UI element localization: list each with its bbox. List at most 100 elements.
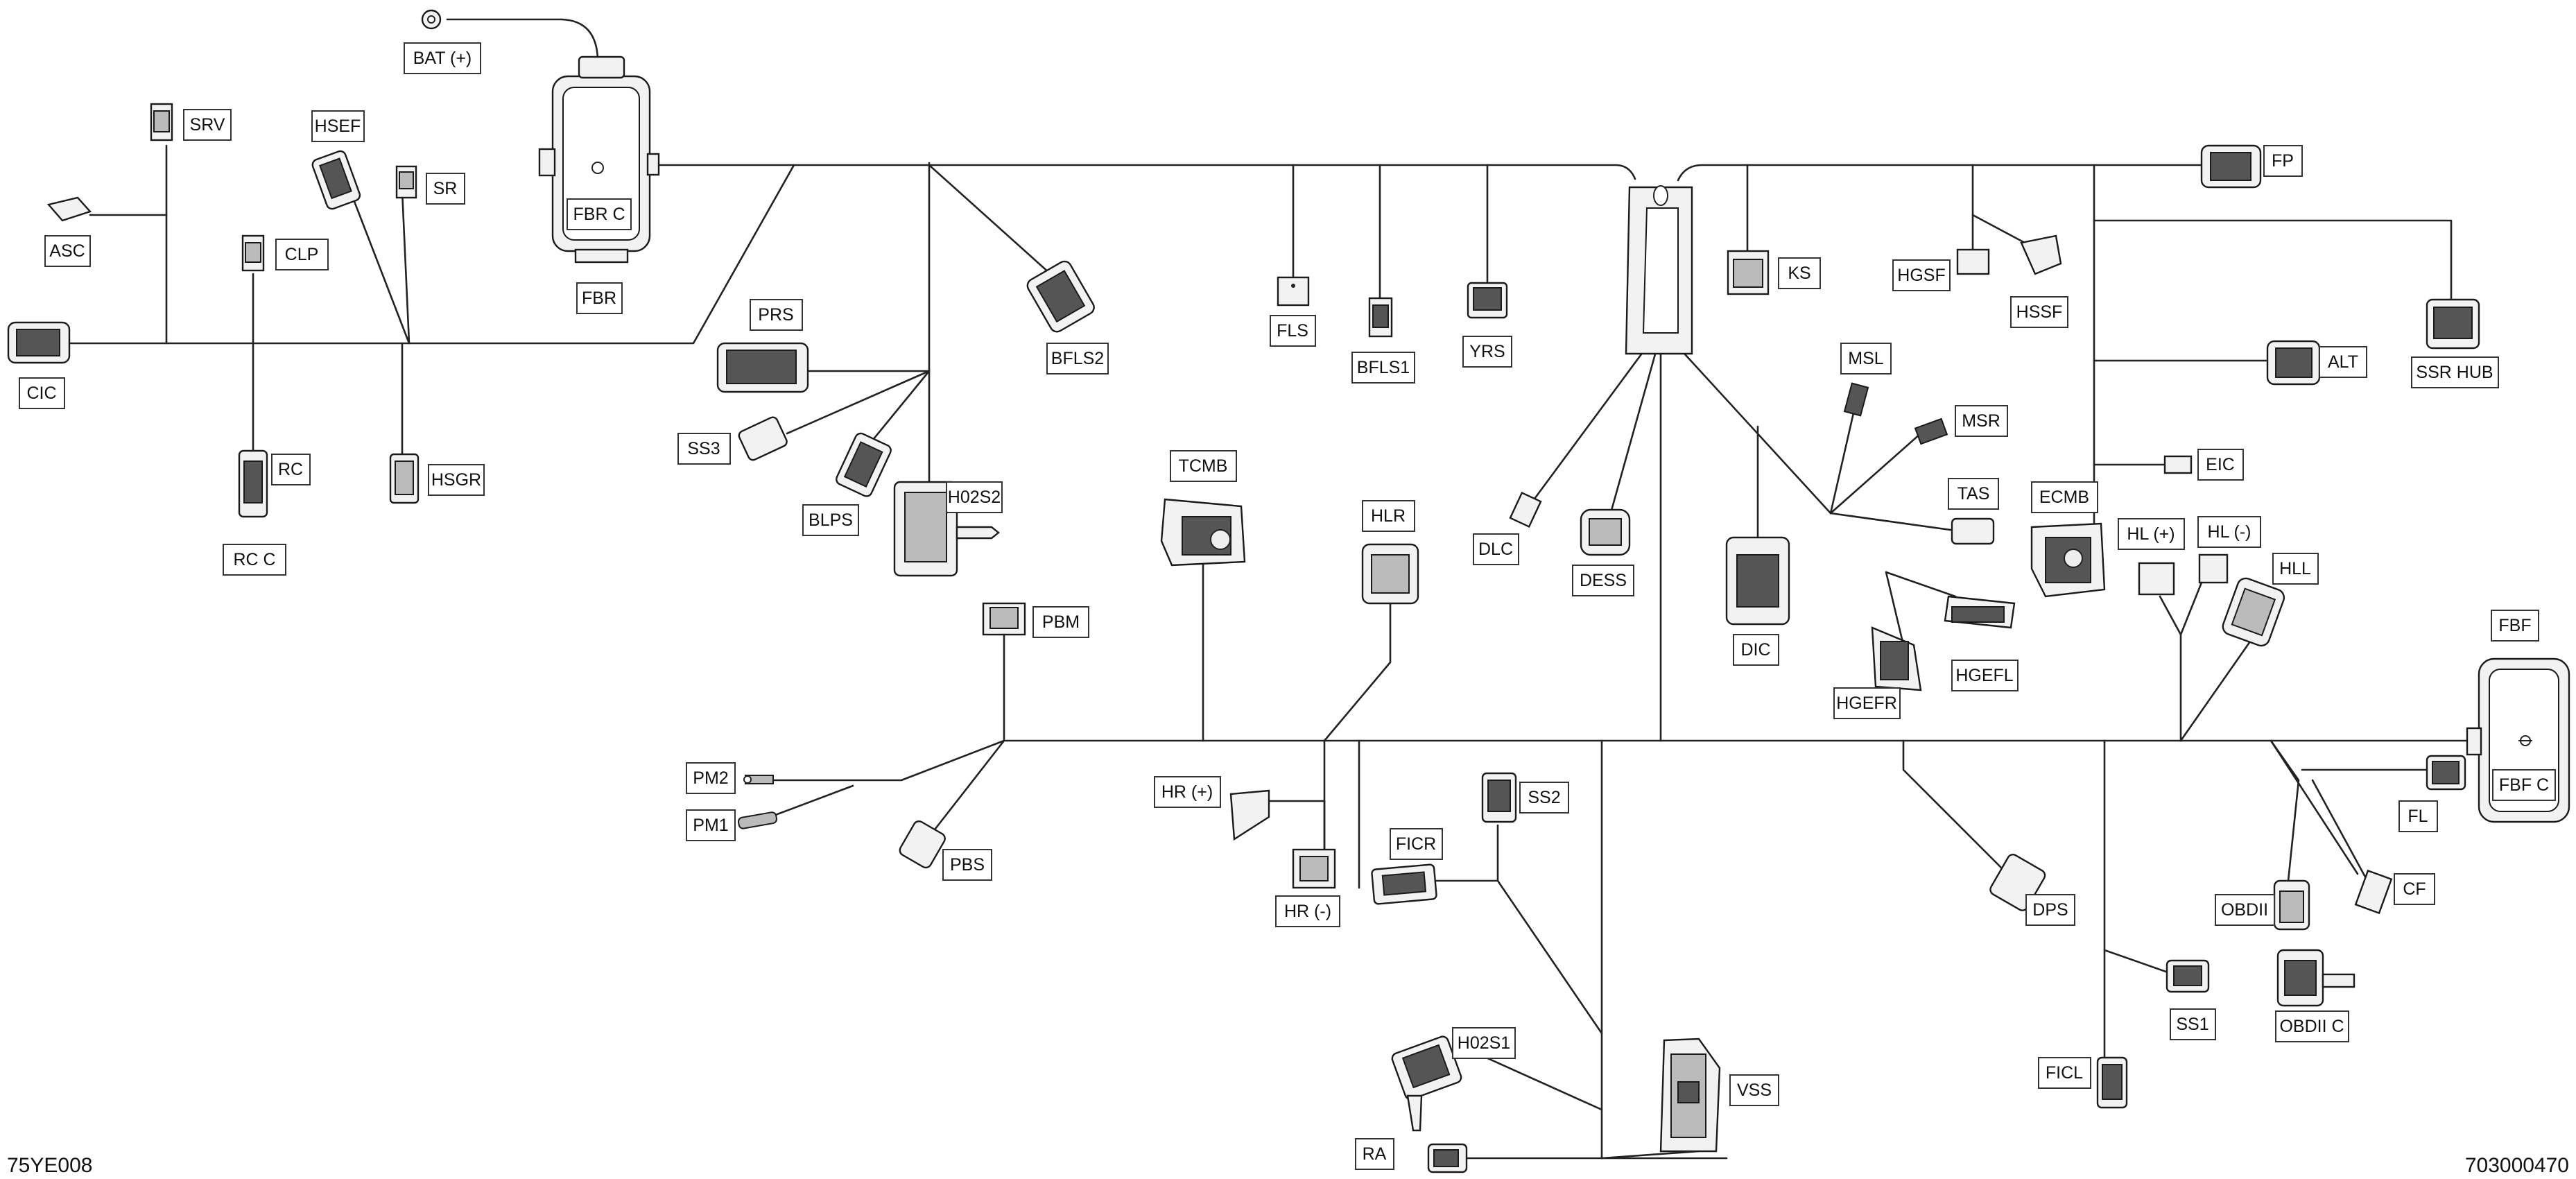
svg-text:HR (-): HR (-) [1284, 902, 1331, 921]
label-pm1: PM1 [686, 809, 736, 841]
svg-text:CF: CF [2403, 879, 2426, 899]
bat-ring-terminal [421, 9, 442, 30]
clp-connector [241, 234, 265, 272]
svg-text:PM2: PM2 [693, 768, 728, 788]
svg-text:BFLS1: BFLS1 [1357, 358, 1410, 377]
label-obdii-c: OBDII C [2275, 1010, 2349, 1042]
svg-text:BAT (+): BAT (+) [413, 49, 472, 68]
svg-text:HSSF: HSSF [2016, 302, 2063, 322]
svg-text:HR (+): HR (+) [1161, 782, 1213, 802]
svg-text:ASC: ASC [49, 241, 85, 261]
msr-connector [1914, 418, 1948, 445]
h02s1-connector [1391, 1035, 1462, 1132]
label-fp: FP [2263, 145, 2303, 177]
svg-text:FICR: FICR [1396, 834, 1436, 854]
ecmb-connector [2030, 522, 2106, 598]
cic-connector [7, 321, 71, 364]
tcmb-connector [1160, 498, 1246, 567]
fl-connector [2426, 755, 2466, 791]
label-ficr: FICR [1390, 828, 1443, 860]
ss3-connector [738, 416, 788, 461]
label-pm2: PM2 [686, 762, 736, 794]
svg-text:H02S2: H02S2 [948, 488, 1001, 507]
label-clp: CLP [275, 239, 329, 270]
hgefl-connector [1944, 595, 2016, 629]
label-hr-plus: HR (+) [1154, 776, 1221, 808]
svg-text:DPS: DPS [2032, 900, 2068, 920]
fls-connector [1277, 276, 1310, 307]
svg-text:PRS: PRS [758, 305, 793, 325]
fp-connector [2200, 144, 2262, 189]
label-pbm: PBM [1032, 606, 1089, 638]
label-hgsf: HGSF [1892, 259, 1951, 291]
svg-text:EIC: EIC [2206, 455, 2235, 474]
svg-text:OBDII C: OBDII C [2279, 1017, 2344, 1036]
svg-text:ECMB: ECMB [2039, 488, 2089, 507]
svg-text:HSEF: HSEF [315, 117, 361, 136]
svg-text:HGSF: HGSF [1897, 266, 1945, 285]
label-sr: SR [426, 173, 465, 205]
fbr-fuse-box [538, 55, 660, 264]
hsgr-connector [389, 453, 420, 504]
label-tcmb: TCMB [1170, 450, 1237, 482]
ficl-connector [2096, 1056, 2128, 1109]
obdii-c-connector [2276, 949, 2355, 1007]
hgsf-connector [1956, 248, 1990, 275]
label-h02s2: H02S2 [946, 481, 1003, 513]
label-h02s1: H02S1 [1452, 1027, 1516, 1059]
vss-connector [1659, 1038, 1721, 1153]
document-code-left: 75YE008 [7, 1154, 92, 1177]
label-srv: SRV [183, 109, 232, 141]
svg-text:PM1: PM1 [693, 816, 728, 835]
label-bat-plus: BAT (+) [404, 42, 481, 74]
label-yrs: YRS [1462, 336, 1512, 368]
svg-text:SRV: SRV [190, 115, 225, 135]
svg-text:RC: RC [278, 460, 303, 479]
svg-text:BFLS2: BFLS2 [1051, 349, 1104, 368]
label-hsef: HSEF [311, 110, 365, 142]
svg-text:HL (-): HL (-) [2208, 522, 2251, 542]
svg-text:PBS: PBS [950, 855, 985, 875]
svg-text:DIC: DIC [1740, 640, 1770, 660]
label-hll: HLL [2272, 553, 2319, 585]
label-vss: VSS [1729, 1074, 1779, 1106]
svg-text:VSS: VSS [1737, 1081, 1772, 1100]
svg-text:SR: SR [433, 179, 458, 198]
label-ra: RA [1355, 1138, 1394, 1170]
label-obdii: OBDII [2215, 894, 2275, 926]
svg-text:FBR: FBR [582, 289, 616, 308]
svg-text:FP: FP [2272, 151, 2294, 171]
harness-wires [68, 18, 2480, 1160]
label-hr-minus: HR (-) [1275, 895, 1340, 927]
svg-text:FL: FL [2408, 807, 2428, 826]
prs-connector [716, 342, 809, 393]
connectors [7, 9, 2570, 1173]
label-fl: FL [2398, 800, 2438, 832]
blps-connector [836, 432, 892, 497]
svg-text:TAS: TAS [1957, 484, 1990, 504]
document-code-right: 703000470 [2465, 1154, 2569, 1177]
svg-text:FBF C: FBF C [2499, 775, 2549, 795]
svg-text:MSL: MSL [1848, 349, 1884, 368]
svg-text:CIC: CIC [26, 384, 56, 403]
hgefr-connector [1871, 626, 1922, 691]
sr-connector [395, 165, 417, 199]
hl-minus-connector [2198, 553, 2229, 584]
label-fbf: FBF [2491, 610, 2539, 642]
hl-plus-connector [2138, 562, 2175, 596]
svg-text:HL (+): HL (+) [2127, 524, 2175, 544]
label-fbr: FBR [576, 282, 623, 314]
svg-text:BLPS: BLPS [809, 510, 853, 530]
label-fbr-c: FBR C [567, 198, 632, 230]
ra-connector [1427, 1143, 1468, 1173]
hr-plus-connector [1229, 789, 1270, 841]
eic-connector [2163, 455, 2193, 474]
dlc-connector [1509, 491, 1542, 528]
label-fls: FLS [1270, 315, 1316, 347]
svg-text:DESS: DESS [1580, 571, 1627, 590]
svg-text:FBF: FBF [2498, 616, 2531, 635]
label-ficl: FICL [2038, 1057, 2091, 1089]
label-msr: MSR [1955, 405, 2008, 437]
h02s2-connector [893, 481, 1000, 577]
